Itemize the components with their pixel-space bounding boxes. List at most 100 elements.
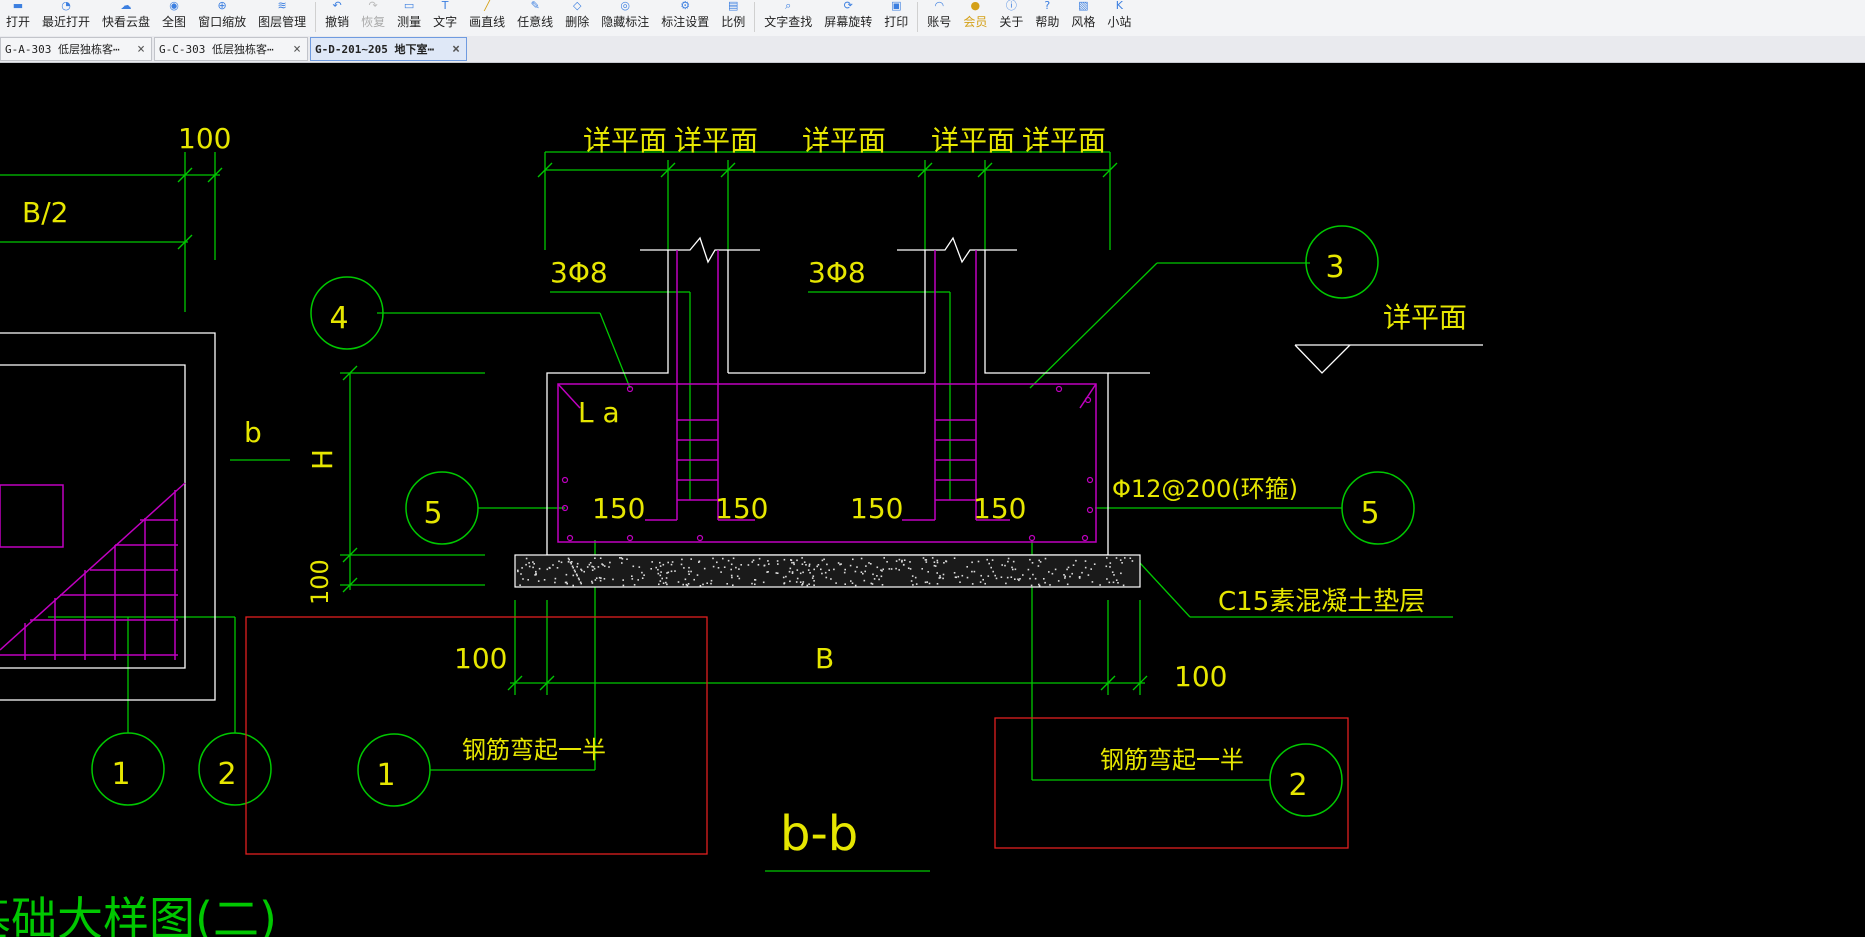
eraser-icon: ◇	[572, 0, 582, 11]
rebar-lines	[0, 250, 1097, 660]
detail-plan-5: 详平面	[1022, 124, 1106, 157]
tab-g-a-303[interactable]: G-A-303 低层独栋客⋯ ×	[0, 37, 152, 61]
layers-button[interactable]: ≋图层管理	[258, 0, 307, 29]
red-frames	[245, 616, 1349, 855]
rebar-label-left: 3Φ8	[550, 256, 608, 289]
style-button[interactable]: ▧风格	[1071, 0, 1096, 29]
section-title: b-b	[780, 806, 858, 862]
vip-button[interactable]: ●会员	[963, 0, 988, 29]
detail-plan-2: 详平面	[674, 124, 758, 157]
folder-icon: ▬	[12, 0, 24, 11]
full-view-icon: ◉	[169, 0, 179, 11]
callout-4-circle	[310, 276, 384, 350]
detail-plan-3: 详平面	[802, 124, 886, 157]
recent-button[interactable]: ◔最近打开	[42, 0, 91, 29]
close-icon[interactable]: ×	[293, 41, 301, 57]
scale-icon: ▤	[728, 0, 739, 11]
text-icon: T	[441, 0, 449, 11]
cushion-label: C15素混凝土垫层	[1218, 587, 1425, 617]
callout-5-right-circle	[1341, 471, 1415, 545]
help-button[interactable]: ?帮助	[1035, 0, 1060, 29]
dim-100-bottom-right: 100	[1174, 660, 1227, 693]
cloud-button[interactable]: ☁快看云盘	[102, 0, 151, 29]
delete-button[interactable]: ◇删除	[565, 0, 590, 29]
frame-left	[245, 616, 708, 855]
ruler-icon: ▭	[403, 0, 415, 11]
gear-icon: ⚙	[680, 0, 691, 11]
rebar-dots	[561, 385, 1094, 542]
toolbar-separator	[754, 2, 756, 32]
bend-label-left: 钢筋弯起一半	[462, 736, 606, 764]
callout-5-right-number: 5	[1360, 496, 1379, 531]
callout-2-left-number: 2	[217, 757, 236, 792]
account-button[interactable]: ◠账号	[927, 0, 952, 29]
dim-H: H	[306, 449, 339, 470]
zoom-icon: ⊕	[217, 0, 227, 11]
drawing-canvas[interactable]: 100 B/2 详平面 详平面 详平面 详平面 详平面 详平面 3Φ8 3Φ8 …	[0, 63, 1865, 937]
document-tabbar: G-A-303 低层独栋客⋯ × G-C-303 低层独栋客⋯ × G-D-20…	[0, 36, 1865, 63]
undo-button[interactable]: ↶撤销	[325, 0, 350, 29]
dim-100-top: 100	[178, 122, 231, 155]
line-icon: ╱	[483, 0, 491, 11]
callout-2-left-circle	[198, 732, 272, 806]
main-toolbar: ▬打开 ◔最近打开 ☁快看云盘 ◉全图 ⊕窗口缩放 ≋图层管理 ↶撤销 ↷恢复 …	[0, 0, 1865, 36]
frame-right	[994, 717, 1349, 849]
dim-150-b: 150	[715, 492, 768, 525]
vip-icon: ●	[970, 0, 981, 11]
b-half-label: B/2	[22, 196, 68, 229]
tab-title: G-D-201~205 地下室⋯	[315, 43, 435, 56]
close-icon[interactable]: ×	[452, 41, 460, 57]
dim-150-d: 150	[973, 492, 1026, 525]
canvas-background	[0, 63, 1865, 937]
pen-icon: ✎	[530, 0, 540, 11]
scale-button[interactable]: ▤比例	[721, 0, 746, 29]
full-view-button[interactable]: ◉全图	[162, 0, 187, 29]
close-icon[interactable]: ×	[137, 41, 145, 57]
dimension-lines	[0, 151, 1453, 872]
tab-g-d-201[interactable]: G-D-201~205 地下室⋯ ×	[310, 37, 467, 61]
bend-label-right: 钢筋弯起一半	[1100, 746, 1244, 774]
tab-title: G-C-303 低层独栋客⋯	[159, 43, 274, 56]
callout-5-left-circle	[405, 471, 479, 545]
cloud-icon: ☁	[120, 0, 132, 11]
dim-150-a: 150	[592, 492, 645, 525]
layers-icon: ≋	[277, 0, 287, 11]
dim-150-c: 150	[850, 492, 903, 525]
detail-plan-1: 详平面	[583, 124, 667, 157]
callout-1-circle	[357, 733, 431, 807]
callout-1-number: 1	[376, 758, 395, 793]
window-zoom-button[interactable]: ⊕窗口缩放	[198, 0, 247, 29]
mark-settings-button[interactable]: ⚙标注设置	[661, 0, 710, 29]
rotate-button[interactable]: ⟳屏幕旋转	[824, 0, 873, 29]
b-label: b	[244, 416, 262, 449]
print-button[interactable]: ▣打印	[884, 0, 909, 29]
callout-1-left-number: 1	[111, 757, 130, 792]
toolbar-separator	[315, 2, 317, 32]
help-icon: ?	[1044, 0, 1051, 11]
style-icon: ▧	[1078, 0, 1089, 11]
freeline-button[interactable]: ✎任意线	[517, 0, 554, 29]
dim-100-bottom-left: 100	[454, 642, 507, 675]
line-button[interactable]: ╱画直线	[469, 0, 506, 29]
dim-100-left: 100	[306, 559, 334, 605]
detail-plan-4: 详平面	[931, 124, 1015, 157]
eye-icon: ◎	[620, 0, 630, 11]
search-icon: ⌕	[785, 0, 792, 11]
hide-marks-button[interactable]: ◎隐藏标注	[601, 0, 650, 29]
open-button[interactable]: ▬打开	[6, 0, 31, 29]
text-search-button[interactable]: ⌕文字查找	[764, 0, 813, 29]
cushion-speckle	[517, 557, 1134, 587]
rotate-icon: ⟳	[843, 0, 853, 11]
rebar-label-right: 3Φ8	[808, 256, 866, 289]
redo-button[interactable]: ↷恢复	[361, 0, 386, 29]
drawing-texts: 100 B/2 详平面 详平面 详平面 详平面 详平面 详平面 3Φ8 3Φ8 …	[22, 122, 1467, 862]
tab-g-c-303[interactable]: G-C-303 低层独栋客⋯ ×	[154, 37, 308, 61]
station-icon: K	[1115, 0, 1123, 11]
callout-3-number: 3	[1325, 250, 1344, 285]
tab-title: G-A-303 低层独栋客⋯	[5, 43, 120, 56]
measure-button[interactable]: ▭测量	[397, 0, 422, 29]
cushion-layer	[514, 554, 1141, 588]
